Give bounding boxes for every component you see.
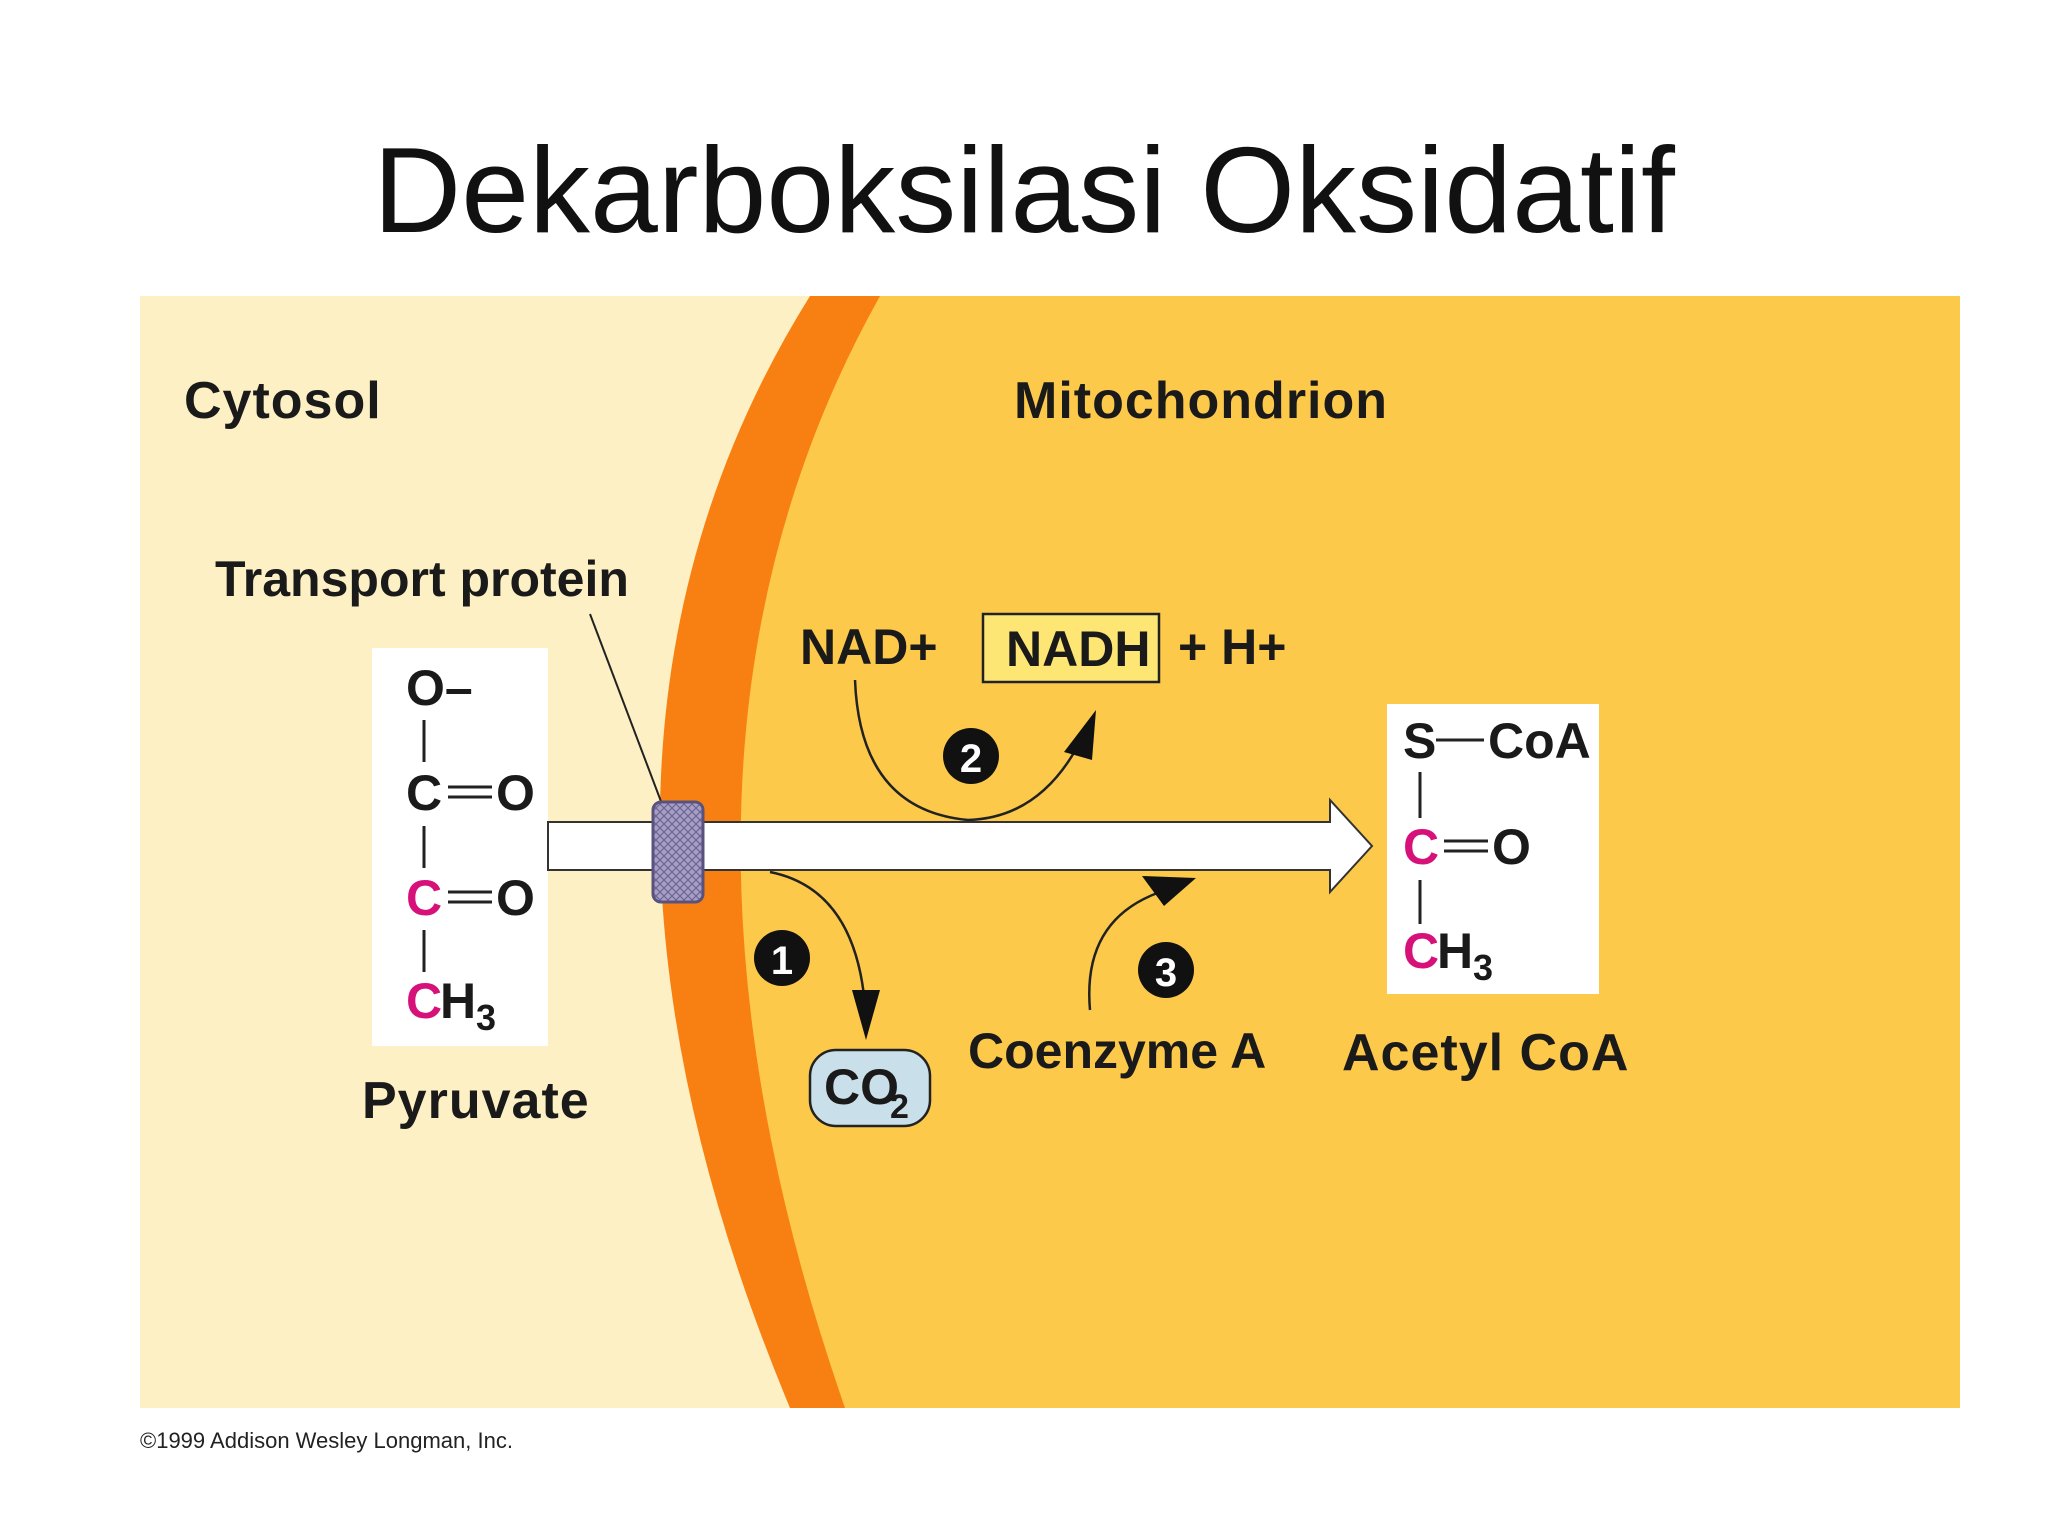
acetyl-coa-ch3-carbon: C <box>1403 923 1439 979</box>
nad-reduction-arrowhead <box>1064 710 1096 760</box>
step-3-badge <box>1138 942 1194 998</box>
acetyl-coa-ch3-hydrogen: H <box>1437 923 1473 979</box>
acetyl-coa-molecule: S CoA C O C H 3 <box>1387 704 1599 994</box>
transport-protein-pointer <box>589 613 666 813</box>
h-plus-label: + H+ <box>1178 619 1286 675</box>
acetyl-coa-oxygen: O <box>1492 819 1531 875</box>
nadh-box <box>981 612 1161 684</box>
nad-plus-label: NAD+ <box>800 619 938 675</box>
acetyl-coa-sulfur: S <box>1403 713 1436 769</box>
co2-subscript: 2 <box>890 1088 909 1126</box>
acetyl-coa-carbon: C <box>1403 819 1439 875</box>
coenzyme-a-arrow <box>1088 890 1161 1011</box>
co2-pill <box>808 1048 932 1128</box>
coenzyme-a-label: Coenzyme A <box>968 1023 1266 1079</box>
coenzyme-a-arrowhead <box>1142 876 1196 906</box>
transport-protein <box>651 800 705 904</box>
pyruvate-ch3-carbon: C <box>406 973 442 1029</box>
pyruvate-oxygen-1: O <box>496 765 535 821</box>
pyruvate-ch3-subscript: 3 <box>476 997 496 1038</box>
step-1-number: 1 <box>771 939 793 983</box>
acetyl-coa-label: Acetyl CoA <box>1342 1024 1629 1082</box>
pyruvate-oxygen-2: O <box>496 870 535 926</box>
slide-title: Dekarboksilasi Oksidatif <box>373 122 1675 258</box>
pyruvate-o-minus: O– <box>406 660 473 716</box>
nad-reduction-arrow <box>853 679 1082 822</box>
co2-release-arrowhead <box>852 990 880 1040</box>
step-1-badge <box>754 930 810 986</box>
mitochondrion-label: Mitochondrion <box>1014 372 1388 430</box>
pyruvate-ch3-hydrogen: H <box>440 973 476 1029</box>
co2-release-arrow <box>769 870 868 1021</box>
pyruvate-carbon-2: C <box>406 870 442 926</box>
nadh-label: NADH <box>1006 621 1150 677</box>
step-2-number: 2 <box>960 737 982 781</box>
pyruvate-label: Pyruvate <box>362 1072 590 1130</box>
copyright-notice: ©1999 Addison Wesley Longman, Inc. <box>140 1428 513 1453</box>
cytosol-label: Cytosol <box>184 372 382 430</box>
pyruvate-molecule: O– C O C O C H 3 <box>372 648 548 1046</box>
transport-protein-label: Transport protein <box>215 551 629 607</box>
co2-base: CO <box>824 1059 899 1115</box>
acetyl-coa-ch3-subscript: 3 <box>1473 947 1493 988</box>
step-3-number: 3 <box>1155 951 1177 995</box>
step-2-badge <box>943 728 999 784</box>
acetyl-coa-coa: CoA <box>1488 713 1591 769</box>
pyruvate-carbon-1: C <box>406 765 442 821</box>
